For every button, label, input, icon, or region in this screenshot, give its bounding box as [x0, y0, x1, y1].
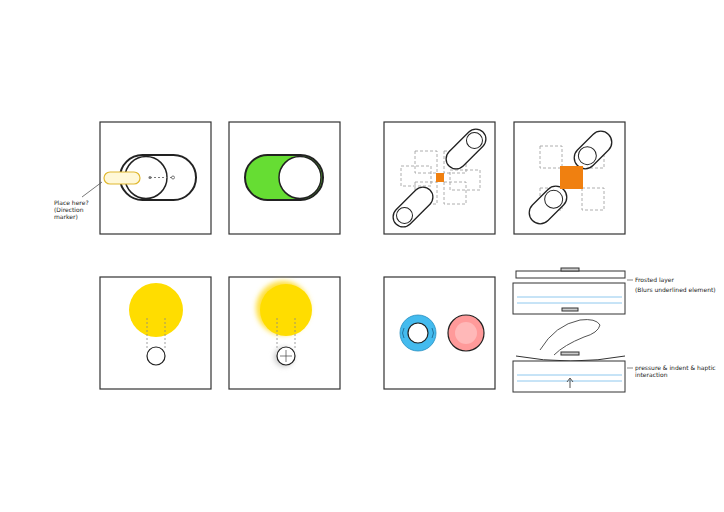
yellow-button-blurred	[256, 281, 312, 367]
panel-frames	[100, 122, 625, 389]
diagonal-toggles-small	[389, 125, 490, 231]
annotation-label: Place here? (Direction marker)	[54, 199, 98, 221]
annotation-label: pressure & indent & haptic interaction	[635, 364, 717, 378]
yellow-button	[129, 283, 183, 365]
toggle-outline	[82, 155, 196, 200]
annotation-label: Frosted layer	[635, 276, 717, 283]
toggle-on	[245, 155, 323, 200]
cross-section	[513, 268, 633, 392]
annotation-label: (Blurs underlined element)	[635, 286, 717, 293]
ring-buttons	[400, 315, 484, 351]
diagonal-toggles-large	[525, 127, 617, 229]
